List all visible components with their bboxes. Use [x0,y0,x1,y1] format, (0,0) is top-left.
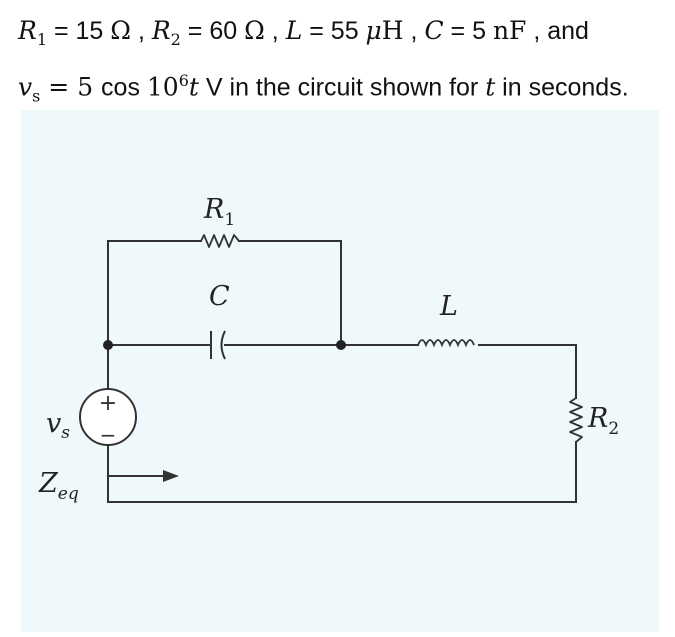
c-symbol: C [424,16,444,45]
wire-top-left [107,240,202,346]
resistor-r1-symbol [200,234,240,248]
label-vs-symbol: v [46,408,61,439]
r1-value: = 15 [47,17,111,45]
source-minus-sign: − [100,423,117,447]
r2-subscript: 2 [170,30,181,49]
ohm-unit-2: Ω [244,16,265,45]
problem-line-2: vs = 5 cos 106t V in the circuit shown f… [18,60,668,116]
label-vs-subscript: s [61,423,70,443]
vs-symbol: v [18,72,33,102]
r1-subscript: 1 [36,30,48,49]
amplitude: 5 [77,72,102,102]
label-zeq-symbol: Z [38,468,59,499]
line2-end: in seconds. [495,73,629,102]
label-zeq: Zeq [38,468,79,504]
resistor-r2-symbol [569,397,583,443]
line1-tail: , and [526,17,589,45]
wire-inductor-right [478,344,577,399]
cos-function: cos [101,73,147,102]
label-r1: R1 [203,194,235,230]
label-l: L [439,291,458,322]
voltage-source-symbol [79,388,137,446]
micro-prefix: μ [365,16,382,45]
node-left [103,340,113,350]
circuit-diagram: + − R1 C L R2 vs Zeq [38,194,619,504]
frequency-base: 10 [146,72,179,102]
wire-right-bottom [107,441,577,503]
henry-unit: H [381,16,404,45]
label-c: C [209,281,230,312]
c-value: = 5 [443,17,493,45]
separator-2: , [264,17,286,45]
label-vs: vs [46,408,70,443]
line2-middle: V in the circuit shown for [198,73,486,102]
separator-1: , [131,17,152,45]
nanofarad-unit: nF [492,16,527,45]
problem-statement: R1 = 15 Ω , R2 = 60 Ω , L = 55 μH , C = … [18,10,668,116]
equals-sign: = [40,72,78,102]
node-right [336,340,346,350]
label-r1-symbol: R [203,194,224,225]
capacitor-plate-right [220,330,226,360]
wire-top-right [238,240,342,346]
ohm-unit-1: Ω [110,16,131,45]
time-variable-2: t [485,72,496,102]
label-zeq-subscript: eq [58,484,79,504]
vs-subscript: s [32,86,41,106]
label-r2-subscript: 2 [608,419,619,439]
source-plus-sign: + [99,391,117,416]
time-variable: t [188,72,199,102]
problem-line-1: R1 = 15 Ω , R2 = 60 Ω , L = 55 μH , C = … [18,10,668,60]
label-r1-subscript: 1 [224,210,235,230]
r2-value: = 60 [180,17,245,45]
inductor-l-symbol [417,339,475,348]
r2-symbol: R [151,16,171,45]
l-value: = 55 [302,17,366,45]
separator-3: , [403,17,425,45]
r1-symbol: R [18,16,37,45]
label-r2-symbol: R [587,403,608,434]
zeq-arrow-head [163,470,179,482]
frequency-exponent: 6 [178,71,189,90]
l-symbol: L [285,16,303,45]
circuit-figure: + − R1 C L R2 vs Zeq [21,110,659,632]
label-r2: R2 [587,403,619,439]
